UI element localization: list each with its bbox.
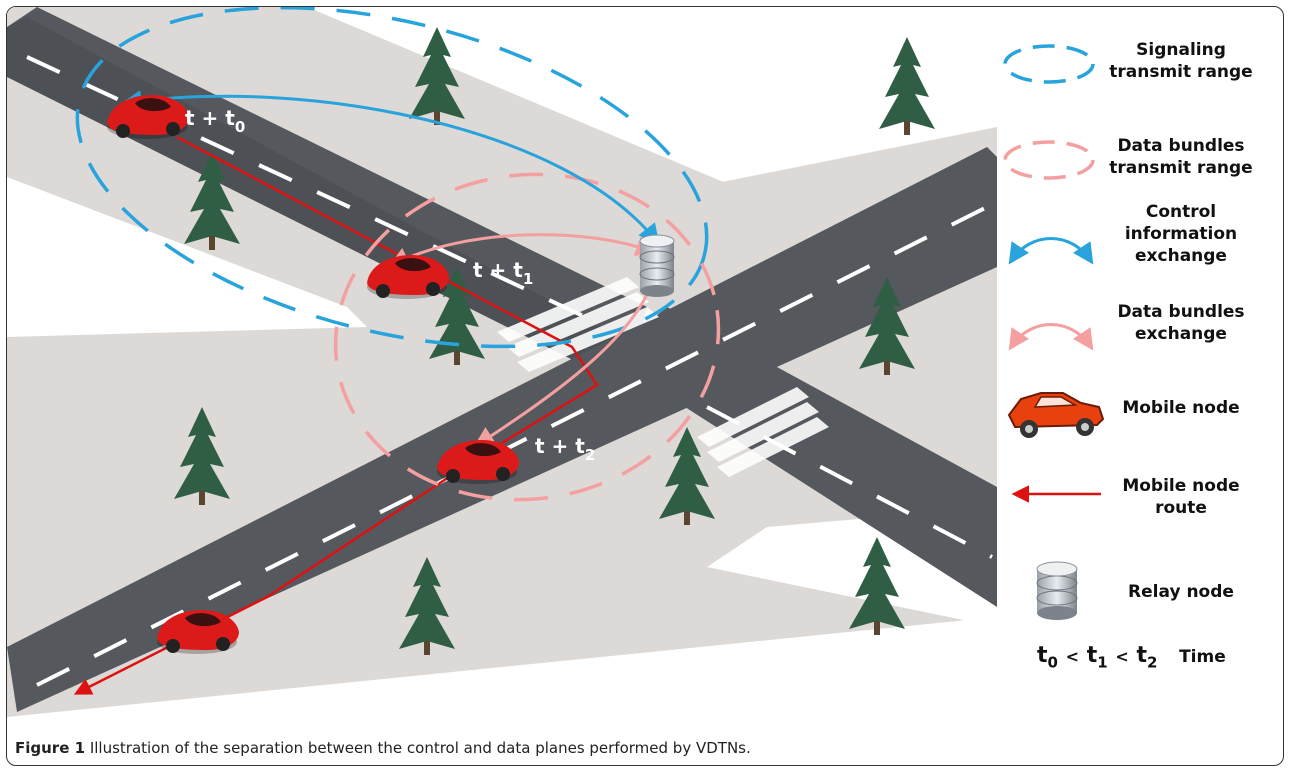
red-arrow-icon [1011, 485, 1101, 503]
car-icon [1007, 392, 1105, 438]
blue-double-arrow-icon [1008, 237, 1094, 265]
time-relation: t0 < t1 < t2 Time [1037, 643, 1226, 672]
pink-double-arrow-icon [1008, 323, 1094, 351]
control-exchange-arrow [120, 90, 660, 246]
time-label-t2: t + t2 [535, 434, 595, 464]
data-range-ellipse [333, 172, 721, 502]
figure-caption: Figure 1 Illustration of the separation … [15, 739, 1283, 757]
time-label-t0: t + t0 [185, 106, 245, 136]
data-exchange-arrow [388, 233, 657, 267]
database-icon [1036, 561, 1078, 620]
legend-label-mobile-node: Mobile node [1122, 398, 1240, 418]
blue-dashed-ellipse-icon [1003, 44, 1095, 84]
legend-label-relay-node: Relay node [1128, 582, 1234, 602]
caption-text: Illustration of the separation between t… [89, 739, 751, 757]
pink-dashed-ellipse-icon [1003, 140, 1095, 180]
signaling-range-ellipse [75, 7, 709, 349]
road-lower [607, 307, 997, 607]
time-label: Time [1179, 647, 1226, 667]
time-label-t1: t + t1 [473, 258, 533, 288]
road-scene: t + t0 t + t1 t + t2 [7, 7, 997, 717]
relay-node [639, 234, 675, 297]
figure-number: Figure 1 [15, 739, 86, 757]
